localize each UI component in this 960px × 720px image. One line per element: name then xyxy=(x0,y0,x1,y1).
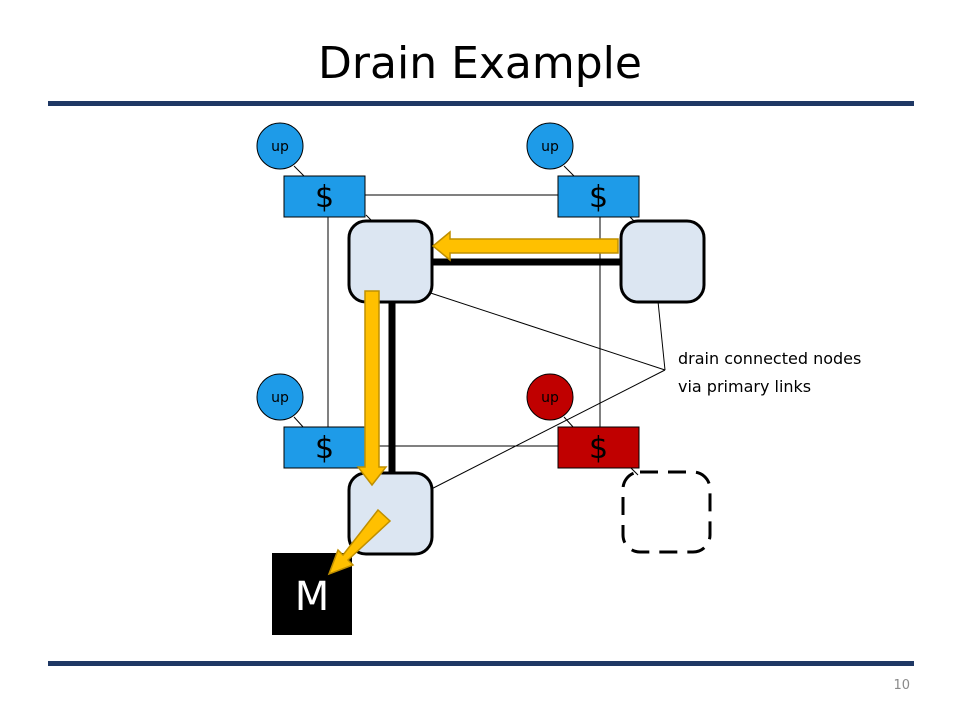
footer-divider xyxy=(48,661,914,666)
link-up-cache-br xyxy=(563,416,575,429)
router-bottom-right-failed xyxy=(621,470,712,554)
router-top-left xyxy=(347,219,434,304)
cache-top-right: $ xyxy=(557,175,640,218)
page-number: 10 xyxy=(893,678,910,693)
up-node-top-left: up xyxy=(256,122,304,170)
memory-label: M xyxy=(295,574,330,620)
slide-title: Drain Example xyxy=(318,38,642,89)
up-label: up xyxy=(541,139,559,155)
up-node-bottom-right-failed: up xyxy=(526,373,574,421)
up-label: up xyxy=(541,390,559,406)
link-up-cache-tl xyxy=(293,165,305,177)
router-top-right xyxy=(619,219,706,304)
up-label: up xyxy=(271,139,289,155)
link-up-cache-bl xyxy=(293,416,305,429)
title-divider xyxy=(48,101,914,106)
callout-line-top-left xyxy=(396,281,666,371)
annotation-line-1: drain connected nodes xyxy=(678,349,861,368)
callout-line-bottom-left xyxy=(397,369,666,507)
annotation-line-2: via primary links xyxy=(678,377,811,396)
cache-bottom-left: $ xyxy=(283,426,366,469)
cache-label: $ xyxy=(589,431,608,466)
cache-label: $ xyxy=(589,180,608,215)
link-up-cache-tr xyxy=(563,165,575,177)
drain-arrow-down xyxy=(356,290,388,487)
cache-bottom-right-failed: $ xyxy=(557,426,640,469)
up-node-bottom-left: up xyxy=(256,373,304,421)
cache-top-left: $ xyxy=(283,175,366,218)
primary-links xyxy=(388,258,622,478)
up-node-top-right: up xyxy=(526,122,574,170)
drain-arrow-left xyxy=(431,230,619,262)
cache-label: $ xyxy=(315,431,334,466)
up-label: up xyxy=(271,390,289,406)
drain-arrow-to-memory xyxy=(327,508,392,576)
cache-label: $ xyxy=(315,180,334,215)
